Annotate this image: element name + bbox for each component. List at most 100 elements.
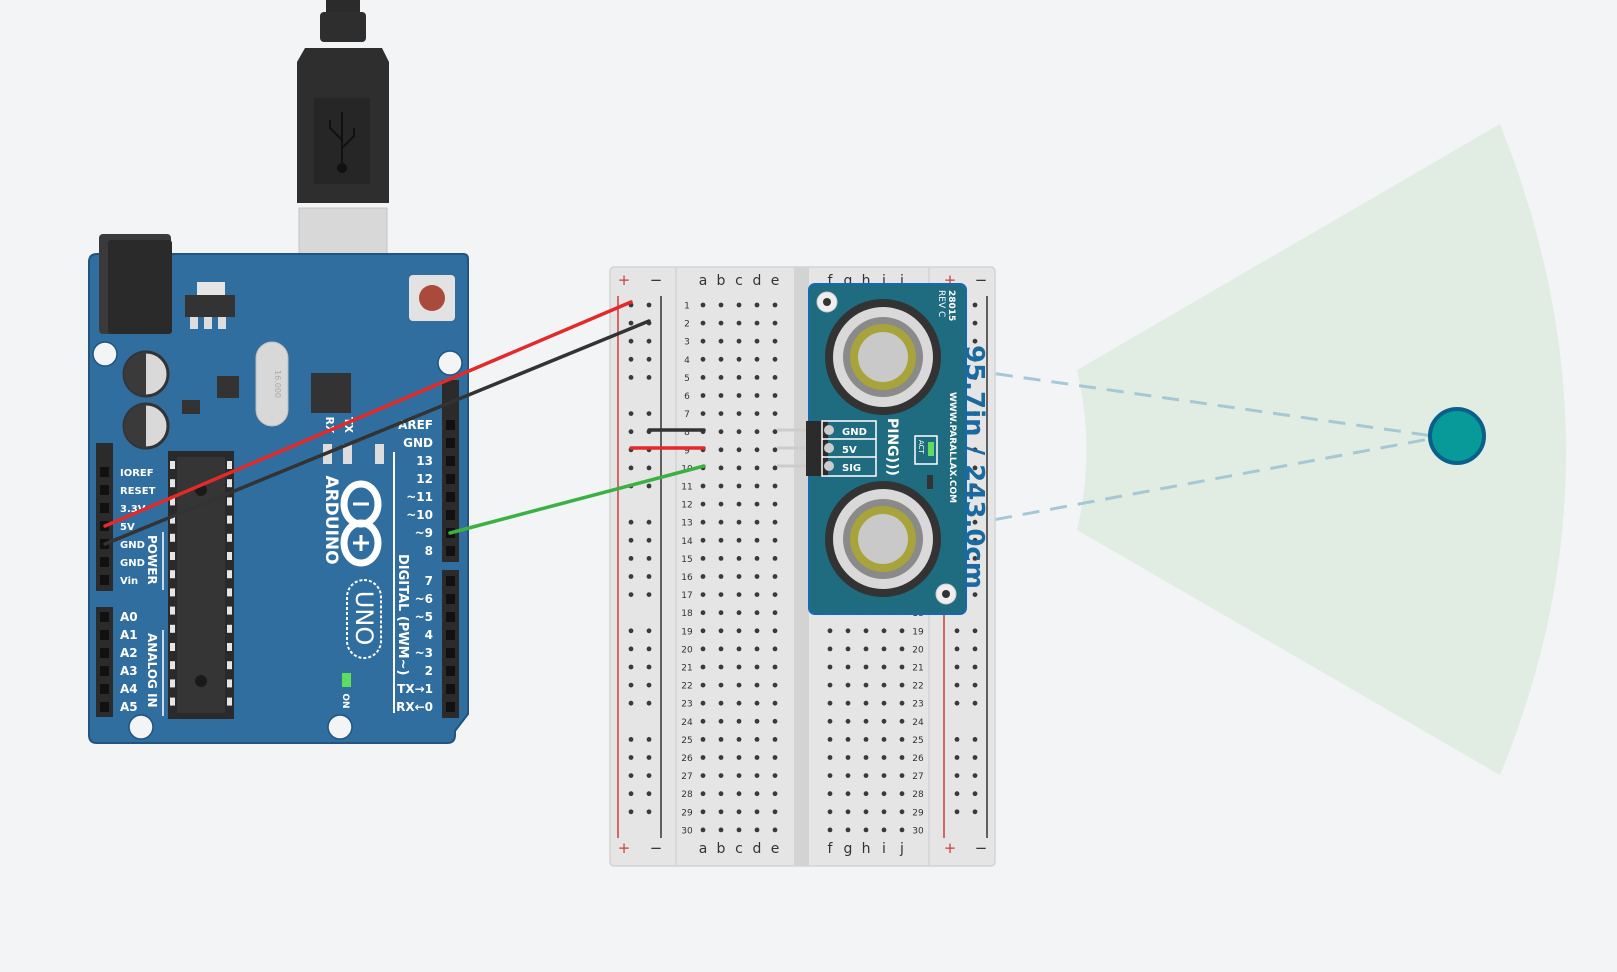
breadboard-hole[interactable]: [700, 483, 706, 489]
wire-red-5v[interactable]: [103, 300, 633, 528]
breadboard-hole[interactable]: [718, 610, 724, 616]
breadboard-hole[interactable]: [718, 338, 724, 344]
breadboard-hole[interactable]: [754, 320, 760, 326]
breadboard-hole[interactable]: [700, 501, 706, 507]
breadboard-hole[interactable]: [718, 574, 724, 579]
breadboard-hole[interactable]: [736, 320, 742, 326]
breadboard-hole[interactable]: [772, 501, 778, 507]
breadboard-hole[interactable]: [718, 537, 724, 543]
rail-hole[interactable]: [954, 682, 960, 688]
breadboard-hole[interactable]: [700, 302, 706, 308]
breadboard-hole[interactable]: [736, 574, 742, 579]
breadboard-hole[interactable]: [881, 718, 887, 724]
breadboard-hole[interactable]: [736, 682, 742, 688]
breadboard-hole[interactable]: [845, 682, 851, 688]
breadboard-hole[interactable]: [700, 556, 706, 561]
rail-hole[interactable]: [972, 320, 978, 326]
breadboard-hole[interactable]: [899, 646, 905, 652]
breadboard-hole[interactable]: [772, 737, 778, 742]
breadboard-hole[interactable]: [718, 556, 724, 561]
rail-hole[interactable]: [646, 755, 652, 760]
rail-hole[interactable]: [646, 483, 652, 489]
breadboard-hole[interactable]: [736, 375, 742, 380]
rail-hole[interactable]: [646, 375, 652, 380]
breadboard-hole[interactable]: [772, 537, 778, 543]
breadboard-hole[interactable]: [736, 447, 742, 453]
breadboard-hole[interactable]: [754, 574, 760, 579]
breadboard-hole[interactable]: [736, 755, 742, 760]
header-pin[interactable]: [100, 612, 109, 622]
rail-hole[interactable]: [972, 429, 978, 435]
breadboard-hole[interactable]: [899, 737, 905, 742]
breadboard-hole[interactable]: [881, 827, 887, 833]
breadboard-hole[interactable]: [700, 375, 706, 380]
breadboard-hole[interactable]: [899, 700, 905, 706]
breadboard-hole[interactable]: [827, 773, 833, 778]
breadboard-hole[interactable]: [899, 664, 905, 670]
rail-hole[interactable]: [646, 664, 652, 670]
rail-hole[interactable]: [628, 664, 634, 670]
breadboard-hole[interactable]: [754, 411, 760, 416]
rail-hole[interactable]: [628, 592, 634, 597]
header-pin[interactable]: [100, 630, 109, 640]
header-pin[interactable]: [100, 557, 109, 567]
breadboard-hole[interactable]: [881, 755, 887, 760]
header-pin[interactable]: [100, 467, 109, 477]
breadboard-hole[interactable]: [754, 537, 760, 543]
rail-hole[interactable]: [954, 664, 960, 670]
breadboard-hole[interactable]: [754, 556, 760, 561]
breadboard-hole[interactable]: [827, 718, 833, 724]
rail-hole[interactable]: [646, 302, 652, 308]
rail-hole[interactable]: [646, 356, 652, 362]
breadboard-hole[interactable]: [772, 375, 778, 380]
rail-hole[interactable]: [628, 737, 634, 742]
breadboard-hole[interactable]: [718, 628, 724, 634]
breadboard-hole[interactable]: [718, 737, 724, 742]
breadboard-hole[interactable]: [899, 628, 905, 634]
breadboard-hole[interactable]: [899, 827, 905, 833]
breadboard-hole[interactable]: [700, 537, 706, 543]
reset-button[interactable]: [419, 285, 445, 311]
header-pin[interactable]: [446, 612, 455, 622]
breadboard-hole[interactable]: [754, 718, 760, 724]
breadboard-hole[interactable]: [772, 646, 778, 652]
breadboard-hole[interactable]: [881, 809, 887, 815]
breadboard-hole[interactable]: [772, 556, 778, 561]
breadboard-hole[interactable]: [736, 556, 742, 561]
breadboard-hole[interactable]: [736, 700, 742, 706]
breadboard-hole[interactable]: [754, 791, 760, 797]
breadboard-hole[interactable]: [754, 519, 760, 525]
breadboard-hole[interactable]: [772, 411, 778, 416]
rail-hole[interactable]: [972, 682, 978, 688]
rail-hole[interactable]: [972, 375, 978, 380]
rail-hole[interactable]: [646, 519, 652, 525]
header-pin[interactable]: [446, 438, 455, 448]
breadboard-hole[interactable]: [863, 809, 869, 815]
rail-hole[interactable]: [646, 791, 652, 797]
header-pin[interactable]: [446, 684, 455, 694]
rail-hole[interactable]: [646, 682, 652, 688]
breadboard-hole[interactable]: [845, 755, 851, 760]
breadboard-hole[interactable]: [718, 718, 724, 724]
breadboard-hole[interactable]: [700, 700, 706, 706]
breadboard-hole[interactable]: [736, 628, 742, 634]
breadboard-hole[interactable]: [700, 773, 706, 778]
breadboard-hole[interactable]: [700, 809, 706, 815]
breadboard-hole[interactable]: [718, 592, 724, 597]
breadboard-hole[interactable]: [754, 302, 760, 308]
header-pin[interactable]: [446, 630, 455, 640]
rail-hole[interactable]: [972, 302, 978, 308]
rail-hole[interactable]: [954, 773, 960, 778]
breadboard-hole[interactable]: [754, 429, 760, 435]
breadboard-hole[interactable]: [718, 356, 724, 362]
breadboard-hole[interactable]: [772, 338, 778, 344]
breadboard-hole[interactable]: [754, 682, 760, 688]
rail-hole[interactable]: [972, 809, 978, 815]
breadboard-hole[interactable]: [845, 700, 851, 706]
rail-hole[interactable]: [954, 809, 960, 815]
breadboard-hole[interactable]: [899, 773, 905, 778]
breadboard-hole[interactable]: [700, 718, 706, 724]
breadboard-hole[interactable]: [881, 700, 887, 706]
breadboard-hole[interactable]: [845, 827, 851, 833]
rail-hole[interactable]: [628, 465, 634, 471]
